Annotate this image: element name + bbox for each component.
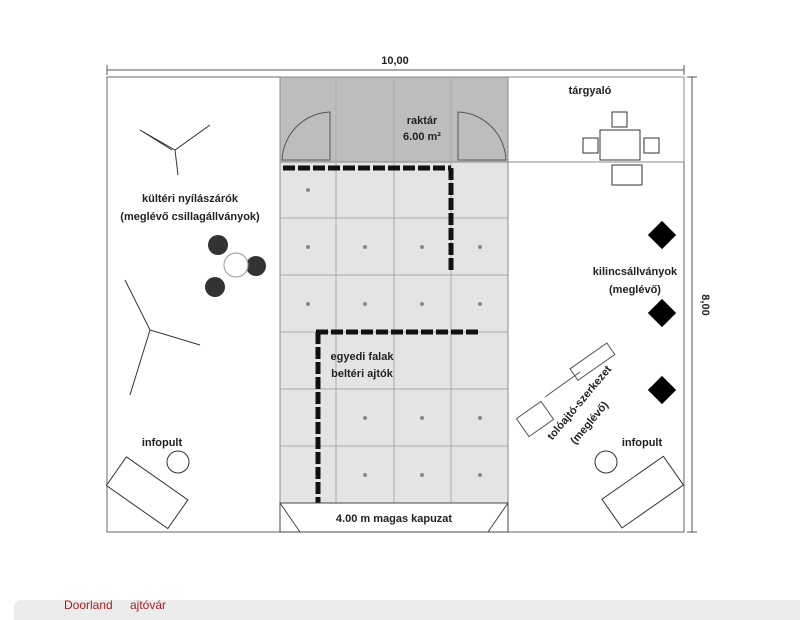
- width-dimension: 10,00: [381, 55, 409, 67]
- walls-sublabel: beltéri ajtók: [331, 368, 394, 380]
- dimension-lines: [106, 65, 697, 533]
- gate: [279, 502, 509, 533]
- meeting-label: tárgyaló: [569, 85, 612, 97]
- meeting-room: [507, 76, 685, 163]
- storage-area: 6.00 m²: [403, 131, 441, 143]
- gate-label: 4.00 m magas kapuzat: [336, 513, 453, 525]
- sliding-door: [515, 342, 616, 438]
- round-stools: [205, 235, 266, 297]
- storage-label: raktár: [407, 115, 438, 127]
- star-stand-icon: [124, 124, 211, 396]
- info-left-label: infopult: [142, 437, 183, 449]
- outdoor-label: kültéri nyílászárók: [142, 193, 239, 205]
- info-desk-left: [105, 450, 190, 530]
- storage-doors: [281, 111, 507, 161]
- handle-stands: [647, 220, 677, 405]
- gate-marks: [279, 502, 509, 533]
- outdoor-sublabel: (meglévő csillagállványok): [120, 211, 260, 223]
- handles-sublabel: (meglévő): [609, 284, 661, 296]
- grid-lines: [280, 77, 508, 503]
- brand-logo: Doorland: [64, 598, 113, 612]
- info-right-label: infopult: [622, 437, 663, 449]
- handles-label: kilincsállványok: [593, 266, 678, 278]
- walls-label: egyedi falak: [331, 351, 395, 363]
- info-desk-right: [594, 450, 685, 529]
- meeting-table: [582, 111, 660, 186]
- brand-logo-2: ajtóvár: [130, 598, 167, 612]
- custom-walls: [283, 165, 480, 503]
- height-dimension: 8,00: [699, 294, 711, 315]
- grid-points: [306, 188, 482, 477]
